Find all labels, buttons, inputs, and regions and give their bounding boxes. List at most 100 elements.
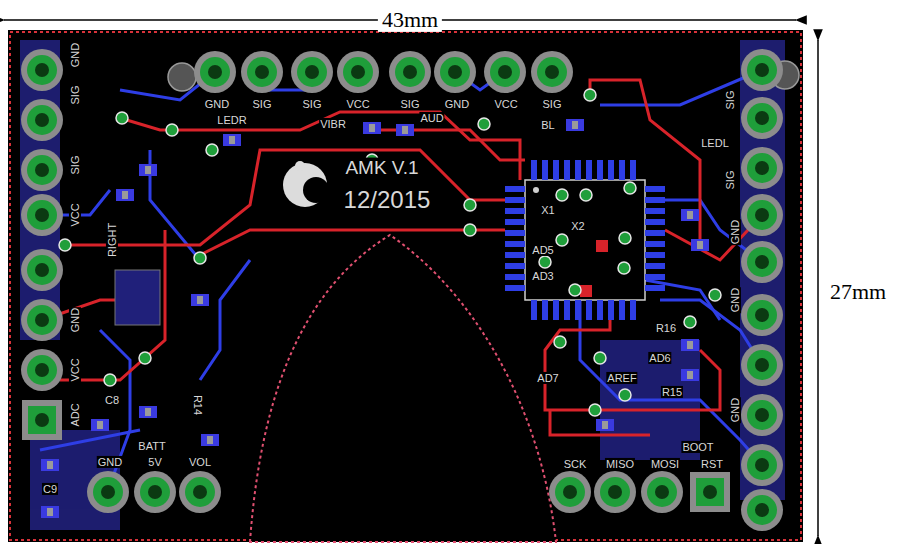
microcontroller [505, 186, 525, 296]
dimension-lines [817, 40, 819, 536]
silkscreen-label: R15 [661, 386, 683, 398]
vias [569, 284, 581, 296]
silkscreen-label: AUD [419, 112, 444, 124]
header-pads [484, 51, 526, 93]
header-pads [741, 194, 783, 236]
header-pads [194, 51, 236, 93]
vias [589, 404, 601, 416]
header-pads [21, 299, 63, 341]
silkscreen-label: AD7 [536, 372, 559, 384]
smd-parts [681, 339, 699, 351]
silkscreen-label: SIG [542, 98, 563, 110]
header-pads [21, 49, 783, 531]
silkscreen-label: GND [729, 219, 741, 245]
smd-parts [139, 406, 157, 418]
smd-parts [396, 124, 414, 136]
silkscreen-label: RST [700, 458, 724, 470]
header-pads [134, 471, 176, 513]
silkscreen-label: GND [204, 98, 230, 110]
smd-parts [596, 419, 614, 431]
silkscreen-label: C9 [42, 483, 58, 495]
vias [624, 182, 636, 194]
silkscreen-label: GND [97, 456, 123, 468]
vias [194, 252, 206, 264]
silkscreen-label: GND [69, 42, 81, 68]
vias [464, 199, 476, 211]
vias [684, 316, 696, 328]
silkscreen-label: VCC [493, 98, 518, 110]
microcontroller [533, 187, 539, 193]
header-pads [741, 147, 783, 189]
microcontroller [515, 170, 655, 310]
vias [556, 189, 568, 201]
vias [116, 112, 128, 124]
microcontroller [531, 300, 641, 320]
smd-parts [91, 419, 109, 431]
silkscreen-label: GND [729, 397, 741, 423]
silkscreen-label: X2 [570, 220, 585, 232]
silkscreen-label: C8 [104, 394, 120, 406]
header-pads [641, 471, 683, 513]
trace-bottom [200, 260, 250, 380]
trace-top [200, 230, 505, 255]
vias [206, 144, 218, 156]
silkscreen-label: VCC [345, 98, 370, 110]
header-pads [741, 294, 783, 336]
trace-top [545, 320, 720, 410]
dimension-label: 43mm [378, 8, 442, 32]
header-pads [741, 344, 783, 386]
header-pads [531, 51, 573, 93]
blue-pour [740, 40, 785, 500]
silkscreen-label: GND [69, 307, 81, 333]
silkscreen-label: BOOT [681, 441, 714, 453]
header-pads [741, 97, 783, 139]
smd-parts [681, 209, 699, 221]
header-pads [21, 49, 63, 91]
silkscreen-label: X1 [540, 204, 555, 216]
microcontroller [580, 285, 592, 297]
smd-parts [681, 369, 699, 381]
smd-parts [116, 189, 134, 201]
microcontroller [515, 170, 655, 310]
header-pads [690, 472, 730, 512]
silkscreen-label: LEDL [700, 137, 730, 149]
header-pads [741, 489, 783, 531]
smd-parts [363, 122, 381, 134]
header-pads [21, 99, 63, 141]
silkscreen-label: R14 [192, 394, 204, 416]
silkscreen-label: VCC [69, 202, 81, 227]
header-pads [179, 471, 221, 513]
silkscreen-label: AD3 [531, 270, 554, 282]
silkscreen-label: RIGHT [106, 222, 118, 258]
header-pads [741, 49, 783, 91]
header-pads [291, 51, 333, 93]
smd-parts [41, 459, 59, 471]
silkscreen-label: SIG [69, 85, 81, 106]
header-pads [741, 241, 783, 283]
silkscreen-label: R16 [655, 322, 677, 334]
vias [139, 352, 151, 364]
silkscreen-label: AMK V.1 [344, 158, 419, 179]
microcontroller [531, 160, 641, 180]
smd-parts [223, 134, 241, 146]
silkscreen-label: MISO [605, 458, 635, 470]
vias [104, 374, 116, 386]
vias [709, 289, 721, 301]
silkscreen-label: AD6 [648, 352, 671, 364]
silkscreen-label: AREF [606, 372, 637, 384]
cutout [250, 235, 556, 542]
silkscreen-label: SIG [252, 98, 273, 110]
header-pads [434, 51, 476, 93]
smd-parts [691, 239, 709, 251]
silkscreen-label: LEDR [216, 114, 247, 126]
header-pads [21, 149, 63, 191]
trace-bottom [600, 70, 762, 105]
silkscreen-label: 12/2015 [343, 187, 432, 213]
silkscreen-label: VCC [69, 357, 81, 382]
vias [584, 89, 596, 101]
header-pads [741, 394, 783, 436]
vias [59, 239, 71, 251]
smd-parts [201, 434, 219, 446]
